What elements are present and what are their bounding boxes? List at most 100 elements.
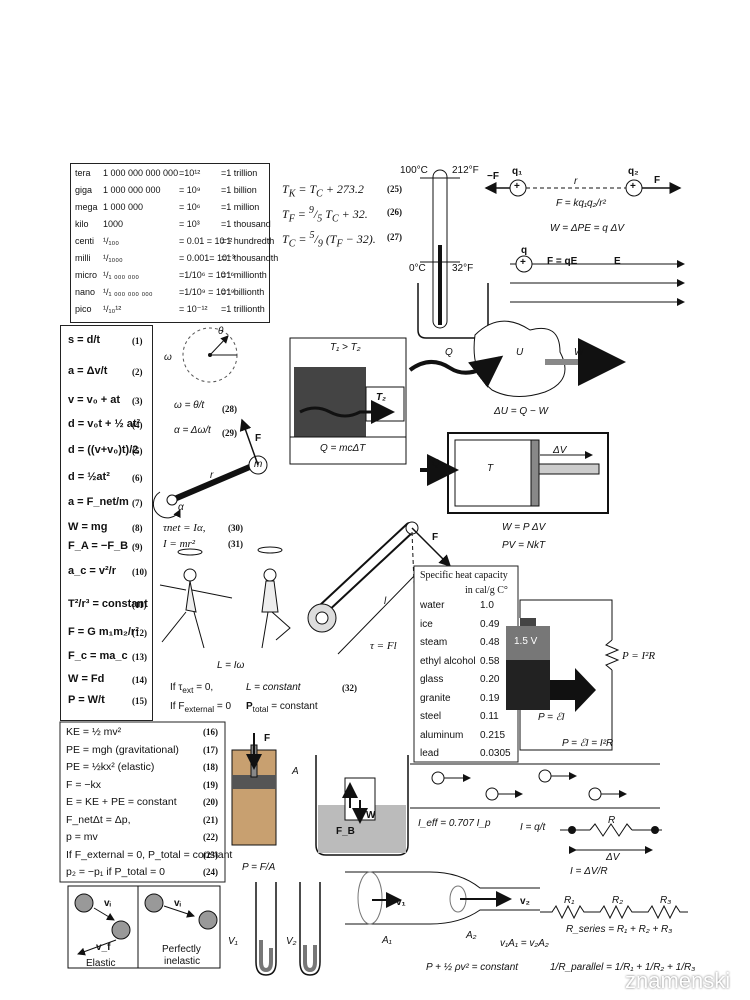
kinematics-eq-num: (13): [132, 652, 147, 662]
w-label: W: [574, 347, 584, 358]
prefix-word: =1 trillion: [221, 168, 258, 178]
energy-eq-num: (19): [203, 779, 218, 790]
conservation-l: If τext = 0,: [170, 682, 213, 695]
eq-25: TK = TC + 273.2: [282, 182, 364, 200]
temp-212f: 212°F: [452, 165, 479, 176]
if-tau-sub: ext: [182, 685, 194, 695]
specific-heat-units: in cal/g C°: [465, 585, 508, 596]
specific-heat-material: steel: [420, 711, 442, 722]
prefix-name: pico: [75, 304, 92, 314]
q1-label: q₁: [512, 166, 523, 177]
conservation-p: If Fexternal = 0: [170, 701, 231, 714]
kinematics-eq: W = Fd: [68, 673, 105, 685]
theta-label: θ: [218, 326, 224, 337]
kinematics-eq-num: (14): [132, 675, 147, 685]
if-fext-sub: external: [184, 704, 215, 714]
work-potential: W = ΔPE = q ΔV: [550, 223, 624, 234]
p-total-val: = constant: [271, 701, 318, 712]
power-ei: P = ℰI: [538, 712, 565, 723]
prefix-number: ¹/₁ ₀₀₀ ₀₀₀: [103, 270, 139, 280]
ideal-gas-eq: PV = NkT: [502, 540, 546, 551]
fluid-v1-label: v₁: [396, 897, 406, 908]
if-fext-val: = 0: [216, 701, 232, 712]
charge-plus-1: +: [514, 181, 520, 192]
energy-box: [59, 721, 226, 883]
kinematics-eq: W = mg: [68, 521, 108, 533]
elastic-vf: v_f: [96, 942, 111, 953]
kinematics-eq-num: (2): [132, 367, 143, 377]
heat-box: [289, 337, 407, 465]
kinematics-eq: F_A = −F_B: [68, 540, 129, 552]
prefix-word: =1 billion: [221, 185, 257, 195]
specific-heat-value: 0.49: [480, 618, 500, 630]
specific-heat-material: glass: [420, 674, 444, 685]
specific-heat-value: 0.215: [480, 729, 506, 741]
prefix-number: 1 000 000: [103, 202, 144, 212]
elastic-label: Elastic: [86, 958, 116, 969]
heat-eq: Q = mcΔT: [320, 443, 366, 454]
kinematics-eq-num: (6): [132, 473, 143, 483]
specific-heat-title: Specific heat capacity: [420, 570, 508, 581]
current-wire: [410, 763, 660, 809]
kinematics-box: [60, 325, 153, 721]
f-label: F: [654, 175, 661, 186]
p-total-symbol: P: [246, 701, 253, 712]
coulomb-law: F = kq₁q₂/r²: [556, 198, 606, 209]
kinematics-eq: d = ((v+v₀)t)/2: [68, 444, 139, 456]
energy-eq-num: (22): [203, 832, 218, 842]
wrench-f-label: F: [432, 532, 439, 543]
kinematics-eq-num: (12): [132, 628, 147, 638]
power-full: P = ℰI = I²R: [562, 738, 614, 749]
prefix-number: ¹/₁ ₀₀₀ ₀₀₀ ₀₀₀: [103, 287, 153, 297]
q-label: q: [521, 245, 528, 256]
kinematics-eq: v = v₀ + at: [68, 394, 121, 406]
f-qe-label: F = qE: [547, 256, 578, 267]
bernoulli-eq: P + ½ ρv² = constant: [426, 962, 519, 973]
u-label: U: [516, 347, 524, 358]
eq-26-num: (26): [387, 207, 402, 217]
parallel-eq: 1/R_parallel = 1/R₁ + 1/R₂ + 1/R₃: [550, 962, 696, 973]
kinematics-eq-num: (10): [132, 567, 147, 577]
fluid-pipe: [345, 871, 540, 925]
ohm-law: I = ΔV/R: [570, 866, 608, 877]
prefix-word: =1 million: [221, 202, 260, 212]
energy-eq: PE = mgh (gravitational): [66, 743, 179, 756]
if-tau-val: = 0,: [196, 682, 214, 693]
minus-f-label: −F: [487, 171, 499, 182]
prefix-name: milli: [75, 253, 91, 263]
kinematics-eq-num: (1): [132, 336, 143, 346]
fluid-v2-label: v₂: [520, 896, 531, 907]
specific-heat-material: ethyl alcohol: [420, 655, 476, 667]
t2-label: T₂: [376, 392, 386, 403]
watermark: znamenski: [625, 968, 731, 993]
tau-eq-num: (30): [228, 523, 243, 533]
pressure-f-label: F: [264, 733, 271, 744]
eq-26: TF = 9/5 TC + 32.: [282, 205, 368, 225]
alpha-eq-num: (29): [222, 428, 237, 438]
specific-heat-value: 1.0: [480, 600, 494, 611]
ohm-resistor: [560, 823, 662, 854]
temp-100c: 100°C: [400, 165, 428, 176]
rotation-circle: [182, 327, 238, 383]
energy-eq: F_netΔt = Δp,: [66, 813, 131, 826]
prefix-word: =1 thousandth: [221, 253, 279, 263]
inertia-eq-num: (31): [228, 539, 243, 549]
prefix-number: 1000: [103, 219, 124, 229]
series-resistors: [540, 904, 688, 920]
torque-m-label: m: [254, 459, 263, 470]
kinematics-eq-num: (11): [132, 600, 147, 610]
thermometer: [417, 169, 489, 339]
v2-utube-label: V₂: [286, 936, 297, 947]
prefix-word: =1 thousand: [221, 219, 271, 229]
t-gas-label: T: [487, 463, 494, 474]
specific-heat-value: 0.20: [480, 674, 500, 685]
prefix-name: centi: [75, 236, 95, 246]
energy-eq-num: (23): [203, 849, 218, 860]
ohm-r-label: R: [608, 815, 616, 826]
pressure-cylinder: [231, 733, 277, 846]
specific-heat-box: [413, 565, 519, 763]
q-flow-label: Q: [445, 347, 453, 358]
l-constant-num: (32): [342, 683, 357, 693]
delta-v-label: ΔV: [553, 445, 567, 456]
